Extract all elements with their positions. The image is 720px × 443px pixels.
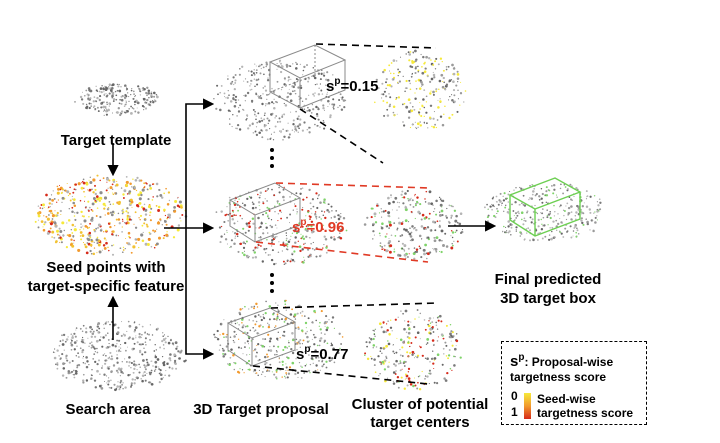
cluster-cloud-middle — [363, 189, 464, 261]
score-middle: sp=0.96 — [292, 217, 345, 236]
label-seed-points: Seed points with target-specific feature — [27, 259, 185, 295]
score-bottom: sp=0.77 — [296, 344, 349, 363]
cluster-cloud-top — [374, 49, 467, 130]
template-cloud — [74, 83, 159, 117]
label-final-box: Final predicted 3D target box — [494, 271, 602, 307]
proposal-cloud-top — [213, 59, 347, 141]
proposal-cloud-bottom — [213, 299, 344, 380]
legend-box: sp: Proposal-wise targetness score 0 1 S… — [501, 341, 647, 425]
arrows — [107, 98, 497, 360]
arrow-icon — [185, 228, 215, 360]
legend-seed: Seed-wise targetness score — [537, 392, 634, 420]
final-box — [508, 177, 582, 237]
legend-max: 1 — [511, 405, 518, 419]
arrow-icon — [185, 98, 215, 228]
ellipsis-icon — [270, 148, 274, 168]
zoom-lines-bottom — [252, 302, 439, 385]
score-top: sp=0.15 — [326, 76, 379, 95]
label-target-template: Target template — [60, 132, 172, 149]
legend-min: 0 — [511, 389, 518, 403]
label-target-proposal: 3D Target proposal — [193, 401, 329, 418]
seed-cloud — [34, 174, 188, 256]
zoom-lines-top — [299, 43, 437, 164]
label-cluster: Cluster of potential target centers — [351, 396, 489, 431]
proposal-box-bottom — [226, 307, 297, 367]
proposal-box-middle — [228, 182, 302, 243]
search-cloud — [52, 320, 187, 392]
ellipsis-icon — [270, 273, 274, 293]
legend-gradient-bar — [524, 393, 531, 419]
zoom-lines-middle — [255, 182, 431, 263]
legend-proposal: sp: Proposal-wise targetness score — [510, 352, 614, 384]
proposal-box-top — [268, 44, 347, 109]
label-search-area: Search area — [65, 401, 151, 418]
